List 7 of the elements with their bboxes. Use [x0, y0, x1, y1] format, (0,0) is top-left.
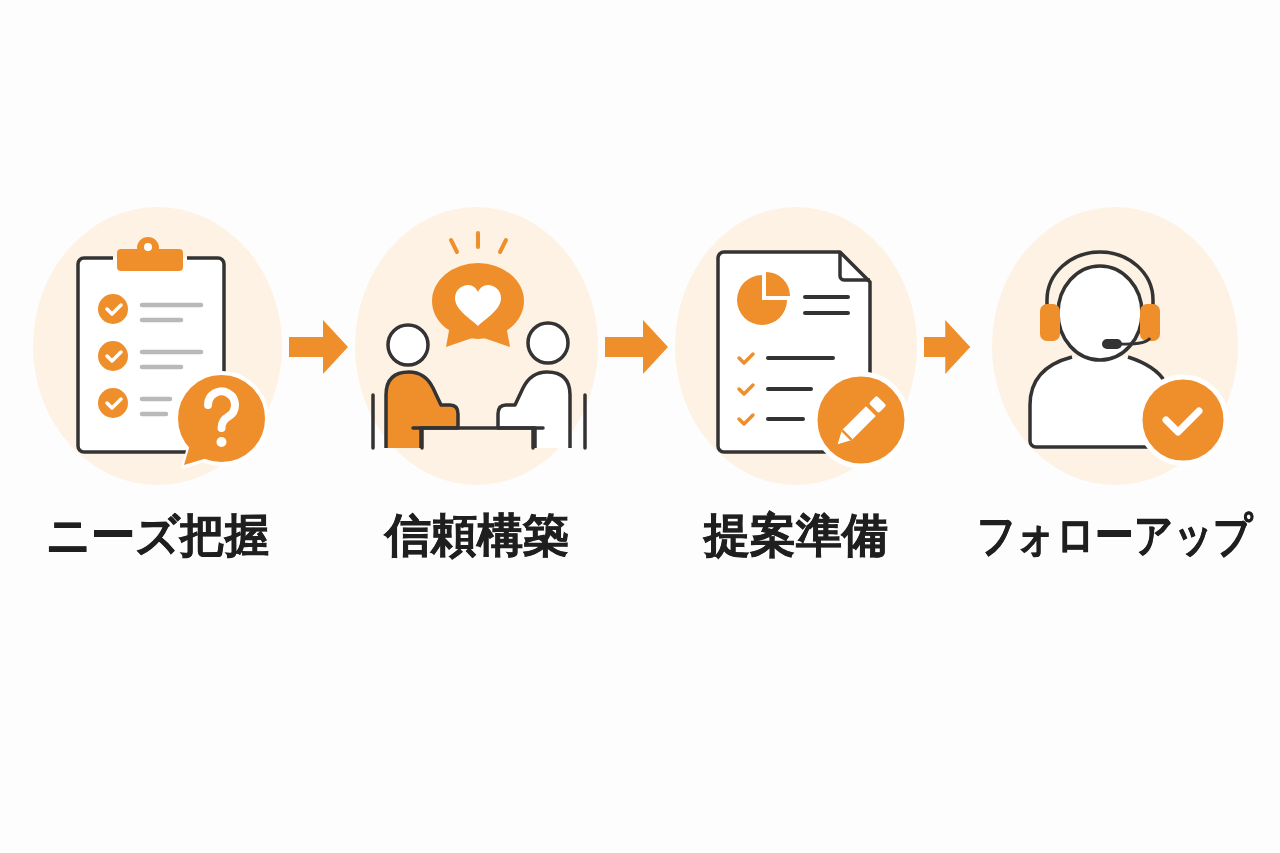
step-label: 提案準備	[704, 507, 888, 563]
step-label: 信頼構築	[384, 507, 569, 563]
arrow	[924, 320, 971, 374]
arrow	[605, 320, 668, 374]
arrow	[289, 320, 348, 374]
step-label: フォローアップ	[977, 507, 1253, 563]
step-label: ニーズ把握	[46, 507, 269, 563]
